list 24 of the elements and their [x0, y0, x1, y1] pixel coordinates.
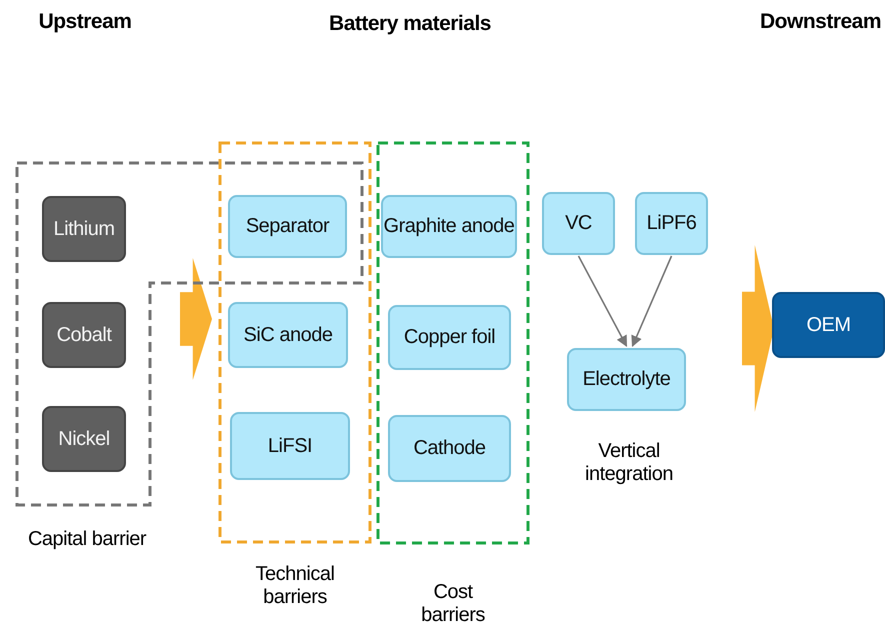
- block-arrow: [742, 245, 774, 412]
- component-box: SiC anode: [228, 302, 348, 368]
- component-box: Separator: [228, 195, 347, 258]
- block-arrow: [180, 258, 212, 380]
- component-box: Cathode: [388, 415, 511, 482]
- material-box: Nickel: [42, 406, 126, 472]
- column-heading: Downstream: [760, 10, 880, 34]
- arrow: [631, 256, 672, 348]
- component-box: LiPF6: [635, 192, 708, 255]
- material-box: Cobalt: [42, 302, 126, 368]
- group-label: Cost barriers: [420, 581, 486, 625]
- component-box: Graphite anode: [381, 195, 517, 258]
- group-label: Capital barrier: [26, 528, 148, 551]
- component-box: LiFSI: [230, 412, 350, 480]
- group-label: Technical barriers: [255, 563, 335, 609]
- component-box: VC: [542, 192, 615, 255]
- column-heading: Upstream: [38, 10, 132, 34]
- column-heading: Battery materials: [328, 12, 492, 36]
- component-box: Copper foil: [388, 305, 511, 370]
- component-box: Electrolyte: [567, 348, 686, 411]
- annotation-text: Vertical integration: [584, 440, 674, 486]
- material-box: Lithium: [42, 196, 126, 262]
- arrow: [578, 256, 628, 347]
- customer-box: OEM: [772, 292, 885, 358]
